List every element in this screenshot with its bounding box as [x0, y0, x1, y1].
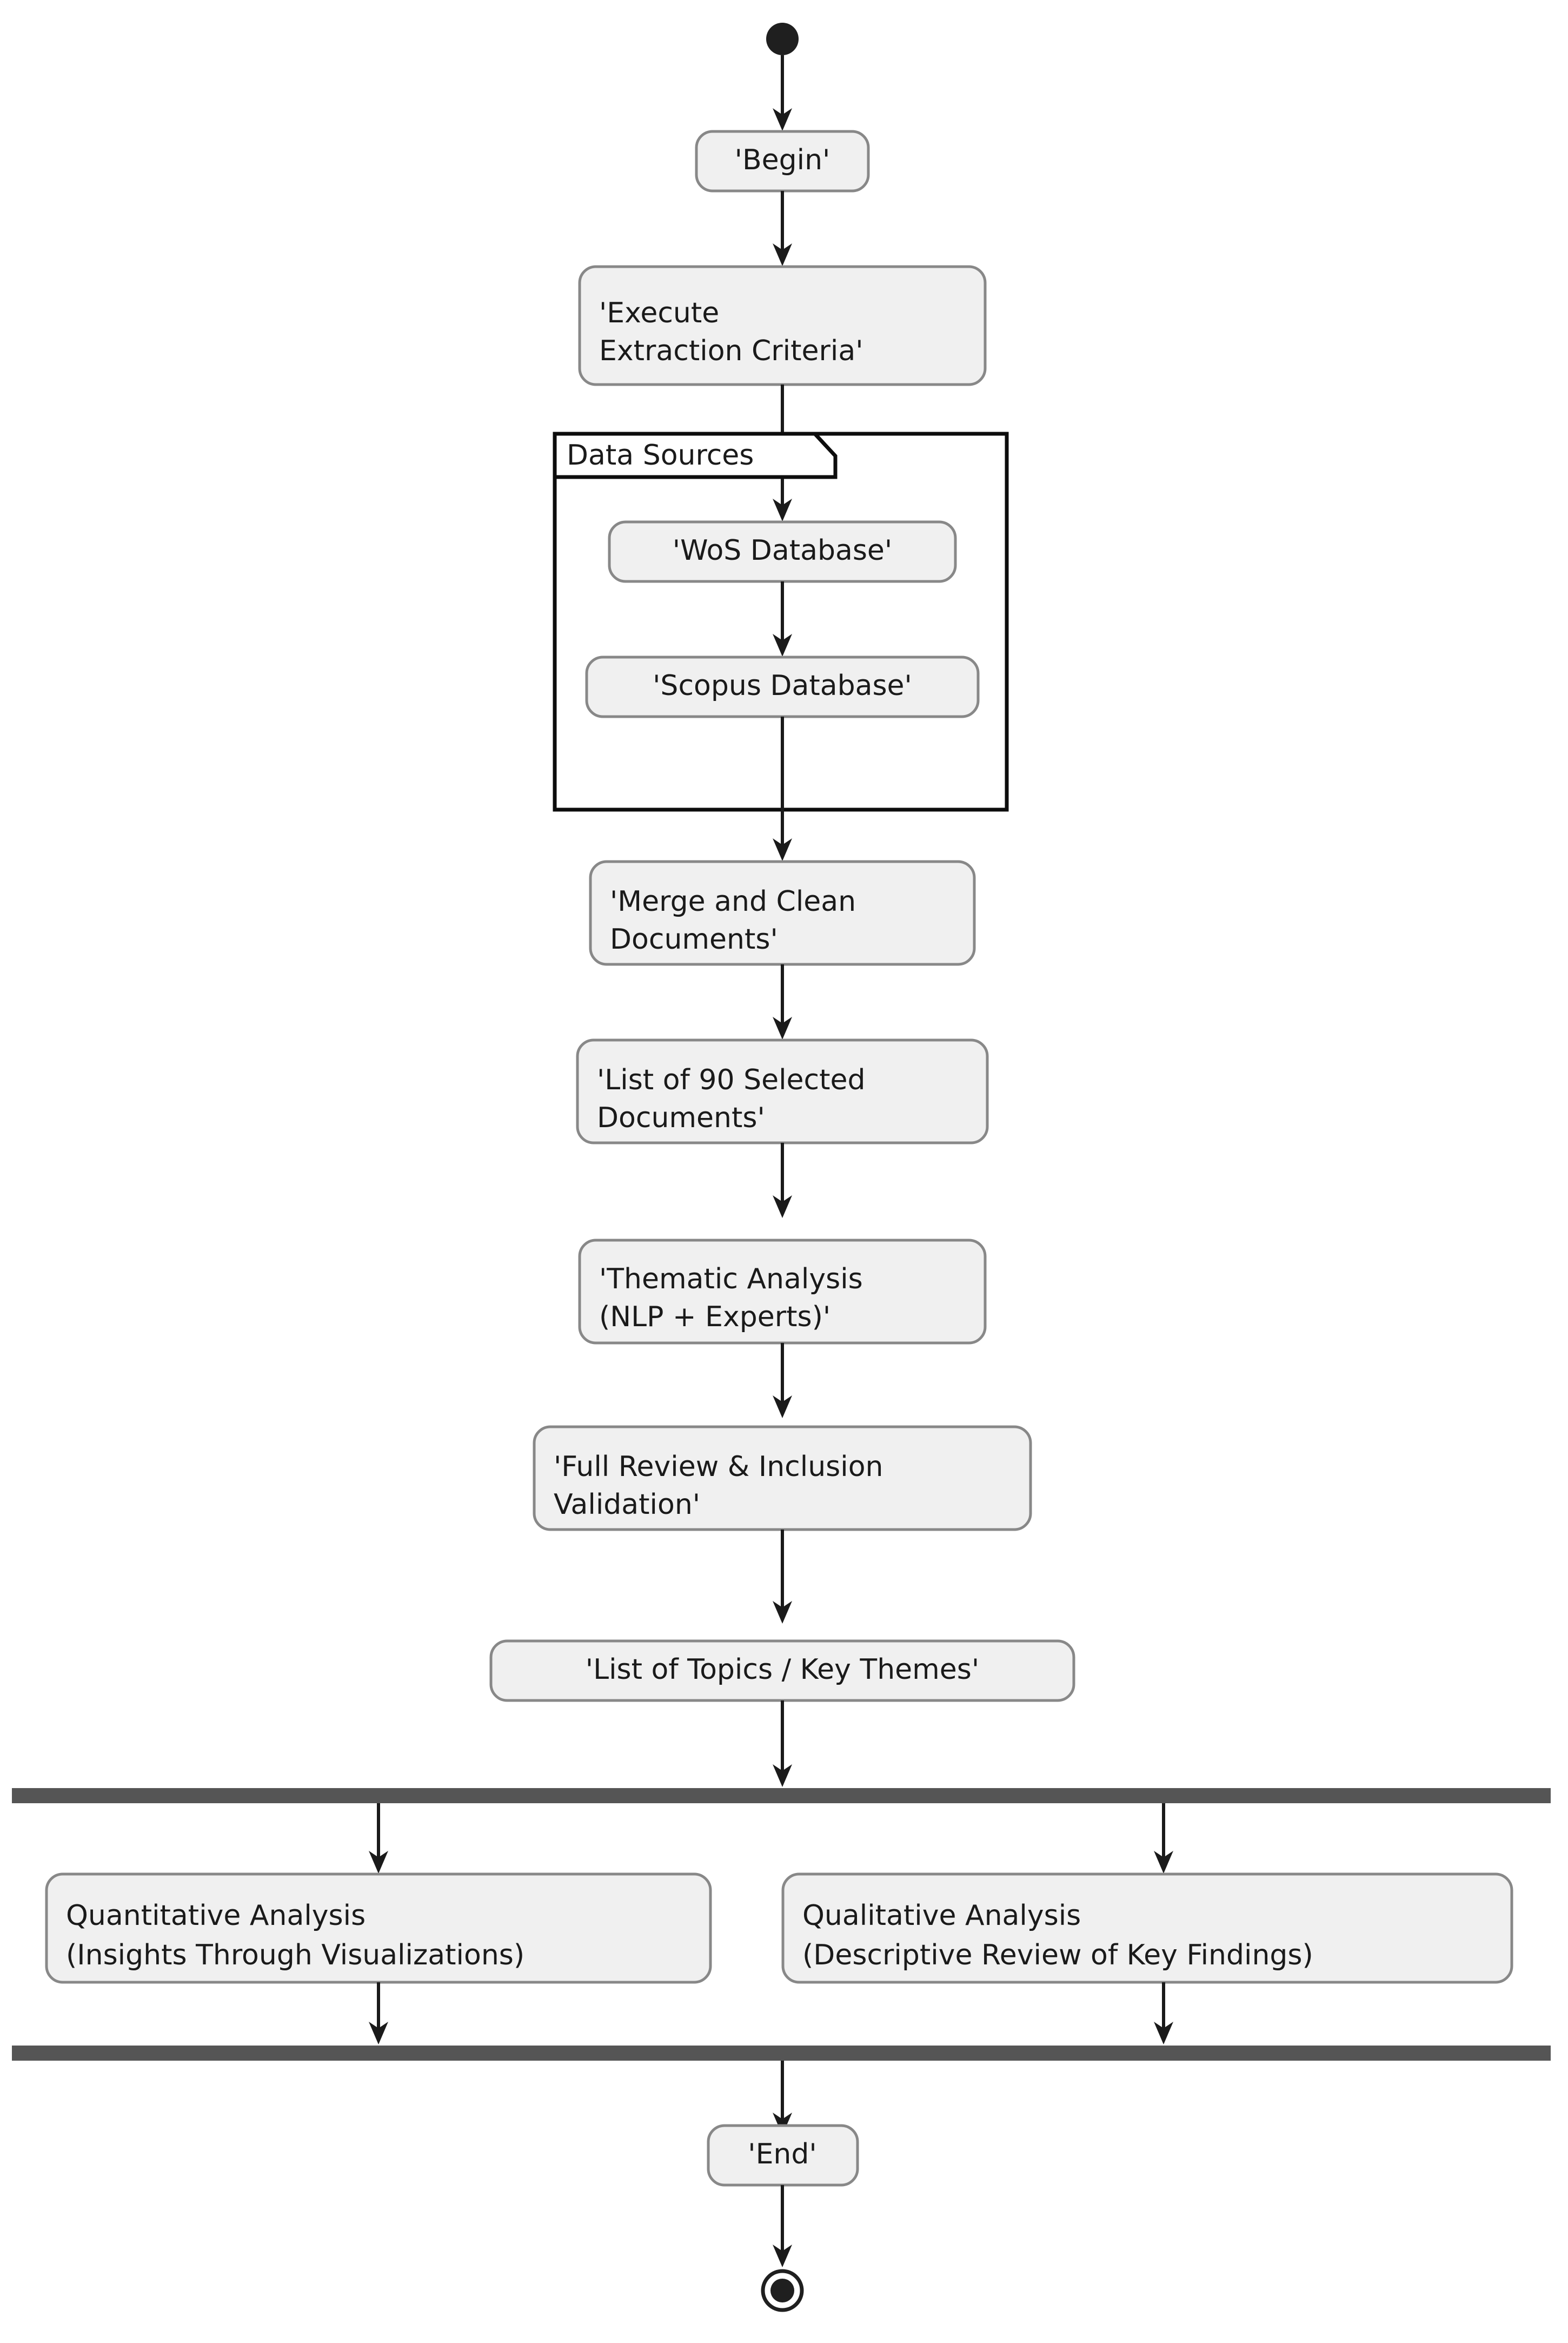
fork-bar	[12, 1788, 1551, 1803]
node-qualitative-analysis-label-line1: Qualitative Analysis	[802, 1899, 1081, 1932]
arrow-head-icon	[773, 1017, 792, 1040]
node-qualitative-analysis[interactable]	[781, 1872, 1513, 1984]
arrow-head-icon	[773, 838, 792, 861]
arrow-head-icon	[369, 1851, 388, 1874]
arrow-head-icon	[773, 1395, 792, 1418]
arrow-head-icon	[773, 1195, 792, 1218]
arrow-head-icon	[773, 243, 792, 266]
node-execute-label-line2: Extraction Criteria'	[599, 335, 863, 367]
node-thematic-analysis-label-line1: 'Thematic Analysis	[599, 1263, 863, 1295]
node-end-label: 'End'	[748, 2138, 816, 2170]
arrow-head-icon	[773, 108, 792, 131]
node-full-review-validation-label-line1: 'Full Review & Inclusion	[554, 1451, 883, 1483]
arrow-head-icon	[773, 499, 792, 521]
node-list-90-documents-label-line2: Documents'	[597, 1102, 765, 1134]
arrow-head-icon	[773, 2245, 792, 2267]
arrow-head-icon	[1154, 2022, 1173, 2044]
arrow-head-icon	[773, 2113, 792, 2135]
arrow-head-icon	[773, 1601, 792, 1624]
initial-node	[766, 23, 799, 55]
node-list-90-documents-label-line1: 'List of 90 Selected	[597, 1064, 866, 1096]
final-node-core	[770, 2279, 794, 2302]
node-scopus-database-label: 'Scopus Database'	[653, 670, 912, 702]
arrow-head-icon	[773, 1764, 792, 1787]
node-list-topics-key-themes-label: 'List of Topics / Key Themes'	[586, 1653, 979, 1686]
node-quantitative-analysis-label-line2: (Insights Through Visualizations)	[66, 1939, 524, 1971]
node-begin-label: 'Begin'	[735, 144, 830, 176]
arrow-head-icon	[1154, 1851, 1173, 1874]
node-qualitative-analysis-label-line2: (Descriptive Review of Key Findings)	[802, 1939, 1313, 1971]
arrow-head-icon	[369, 2022, 388, 2044]
node-merge-clean-label-line2: Documents'	[610, 923, 778, 956]
node-merge-clean-label-line1: 'Merge and Clean	[610, 885, 856, 918]
arrow-head-icon	[773, 634, 792, 657]
partition-tab	[553, 432, 838, 479]
node-quantitative-analysis-label-line1: Quantitative Analysis	[66, 1899, 366, 1932]
join-bar	[12, 2046, 1551, 2061]
node-wos-database-label: 'WoS Database'	[673, 534, 892, 567]
node-execute-label-line1: 'Execute	[599, 297, 719, 329]
node-thematic-analysis-label-line2: (NLP + Experts)'	[599, 1301, 830, 1333]
node-full-review-validation-label-line2: Validation'	[554, 1488, 700, 1521]
partition-label: Data Sources	[567, 439, 754, 472]
